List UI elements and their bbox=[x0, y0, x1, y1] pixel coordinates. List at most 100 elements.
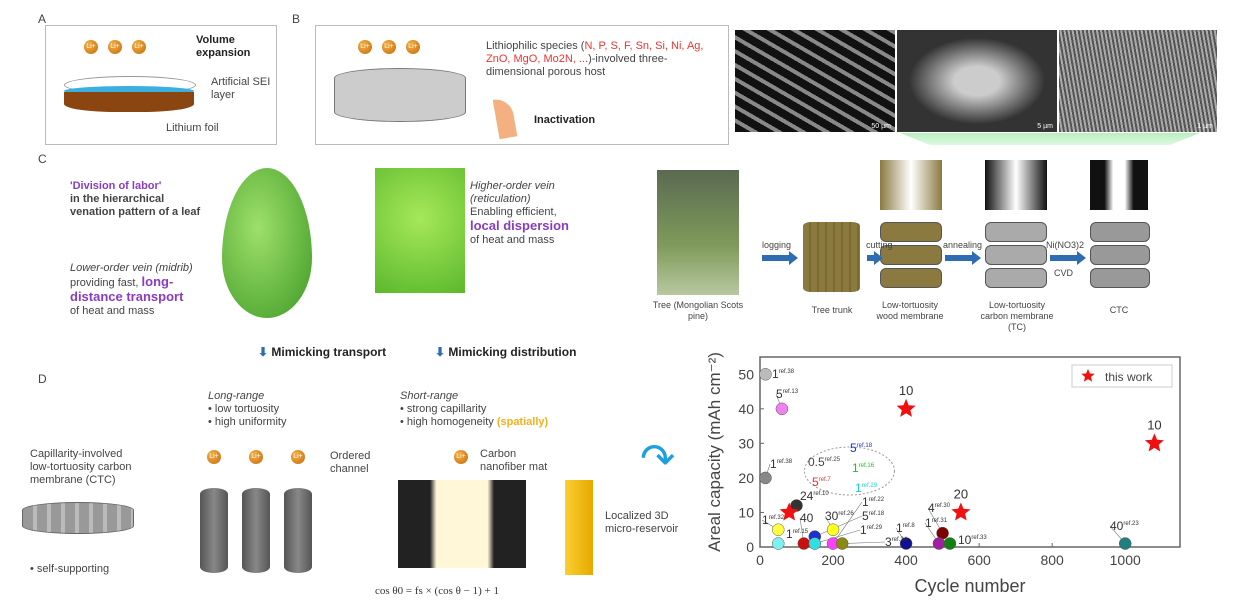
ordered-channel-label: Ordered channel bbox=[330, 450, 371, 475]
volume-expansion-label: Volume expansion bbox=[196, 34, 251, 59]
x-tick-label: 400 bbox=[894, 552, 918, 568]
data-point-label: 1ref.38 bbox=[770, 457, 793, 471]
data-point bbox=[790, 499, 803, 512]
data-point bbox=[943, 537, 957, 550]
wood-disc bbox=[880, 222, 942, 242]
x-axis-label: Cycle number bbox=[914, 576, 1025, 596]
this-work-star bbox=[896, 398, 916, 417]
channel bbox=[284, 488, 312, 573]
li-ion-icon: Li+ bbox=[207, 450, 221, 464]
data-point-label: 4ref.30 bbox=[928, 501, 951, 515]
ref-label: ref.8 bbox=[903, 523, 916, 529]
li-ion-icon: Li+ bbox=[108, 40, 122, 54]
leader-line bbox=[814, 529, 861, 544]
data-point-label: 24ref.10 bbox=[800, 489, 829, 503]
nanofiber-mat bbox=[398, 480, 526, 568]
leaf-closeup-image bbox=[375, 168, 465, 293]
plot-frame bbox=[759, 356, 1181, 548]
self-supporting: • self-supporting bbox=[30, 563, 110, 575]
mimicking-distribution: ⬇ Mimicking distribution bbox=[435, 345, 577, 359]
leaf-image bbox=[222, 168, 312, 318]
scale-bar-label: 50 µm bbox=[871, 123, 891, 130]
y-tick-label: 0 bbox=[746, 539, 754, 555]
step-cutting: cutting bbox=[866, 240, 893, 250]
x-tick-label: 1000 bbox=[1110, 552, 1141, 568]
data-point-label: 5ref.13 bbox=[776, 387, 799, 401]
scale-bar-label: 1 µm bbox=[1197, 123, 1213, 130]
caption-trunk: Tree trunk bbox=[811, 305, 853, 315]
data-point-label: 1ref.8 bbox=[896, 521, 915, 535]
y-tick-label: 10 bbox=[738, 504, 754, 520]
x-tick-label: 600 bbox=[967, 552, 991, 568]
lower-order-vein: Lower-order vein (midrib)providing fast,… bbox=[70, 262, 193, 317]
y-tick-label: 30 bbox=[738, 435, 754, 451]
li-ion-icon: Li+ bbox=[358, 40, 372, 54]
data-point bbox=[808, 537, 822, 550]
nanofiber-label: Carbon nanofiber mat bbox=[480, 448, 548, 473]
legend-star-icon bbox=[1081, 369, 1095, 382]
ref-label: ref.31 bbox=[932, 518, 948, 524]
li-ion-icon: Li+ bbox=[249, 450, 263, 464]
panel-label-c: C bbox=[38, 152, 47, 166]
ctc-membrane bbox=[22, 502, 134, 534]
li-ion-icon: Li+ bbox=[84, 40, 98, 54]
data-point-label: 1ref.38 bbox=[772, 367, 795, 381]
caption-wood-membrane: Low-tortuosity wood membrane bbox=[876, 300, 944, 321]
capillarity-equation: cos θ0 = fs × (cos θ − 1) + 1 bbox=[375, 585, 499, 597]
ref-label: ref.13 bbox=[783, 389, 799, 395]
wood-closeup bbox=[880, 160, 942, 210]
ref-label: ref.29 bbox=[862, 483, 878, 489]
zoom-highlight bbox=[900, 133, 1200, 145]
x-tick-label: 200 bbox=[821, 552, 845, 568]
this-work-star bbox=[1144, 433, 1164, 452]
down-arrow-icon: ⬇ bbox=[435, 345, 446, 359]
leader-line bbox=[814, 515, 863, 537]
arrow-cvd bbox=[1050, 251, 1086, 265]
ref-label: ref.26 bbox=[838, 511, 854, 517]
long-range-heading: Long-range• low tortuosity• high uniform… bbox=[208, 390, 287, 428]
data-point-label: 1ref.22 bbox=[862, 495, 885, 509]
sem-image-1: 50 µm bbox=[735, 30, 895, 132]
arrow-annealing bbox=[945, 251, 981, 265]
ref-label: ref.18 bbox=[857, 443, 873, 449]
cluster-label: 5ref.7 bbox=[812, 475, 831, 489]
ref-label: ref.25 bbox=[825, 457, 841, 463]
this-work-star bbox=[779, 502, 799, 521]
this-work-label: 10 bbox=[899, 383, 913, 398]
tc-closeup bbox=[985, 160, 1047, 210]
data-point bbox=[772, 537, 785, 550]
ref-label: ref.23 bbox=[1123, 521, 1139, 527]
data-point bbox=[826, 523, 840, 536]
data-point-label: 5ref.18 bbox=[862, 509, 885, 523]
scale-bar-label: 5 µm bbox=[1037, 123, 1053, 130]
ctc-description: Capillarity-involved low-tortuosity carb… bbox=[30, 448, 132, 486]
panel-a: Li+ Li+ Li+ Volume expansion Artificial … bbox=[45, 25, 277, 145]
division-text: 'Division of labor'in the hierarchical v… bbox=[70, 180, 201, 218]
sem-image-2: 5 µm bbox=[897, 30, 1057, 132]
caption-tree: Tree (Mongolian Scots pine) bbox=[652, 300, 744, 321]
caption-carbon-membrane: Low-tortuosity carbon membrane (TC) bbox=[980, 300, 1054, 332]
sei-label: Artificial SEI layer bbox=[211, 76, 271, 101]
data-point-label: 40ref.23 bbox=[1110, 519, 1139, 533]
panel-label-b: B bbox=[292, 12, 301, 26]
panel-b: Li+ Li+ Li+ Lithiophilic species (N, P, … bbox=[315, 25, 729, 145]
cluster-label: 1ref.16 bbox=[852, 461, 875, 475]
step-annealing: annealing bbox=[943, 240, 983, 250]
micro-reservoir bbox=[565, 480, 593, 575]
data-point bbox=[775, 402, 789, 416]
ref-label: ref.38 bbox=[779, 369, 795, 375]
arrow-cutting bbox=[867, 251, 883, 265]
reservoir-label: Localized 3D micro-reservoir bbox=[605, 510, 679, 535]
li-ion-icon: Li+ bbox=[132, 40, 146, 54]
panel-label-a: A bbox=[38, 12, 47, 26]
this-work-label: 20 bbox=[954, 486, 968, 501]
ref-label: ref.29 bbox=[867, 525, 883, 531]
lithium-foil bbox=[64, 92, 194, 112]
data-point bbox=[899, 537, 913, 550]
cluster-label: 5ref.18 bbox=[850, 441, 873, 455]
li-ion-icon: Li+ bbox=[291, 450, 305, 464]
carbon-disc bbox=[985, 268, 1047, 288]
ref-label: ref.38 bbox=[777, 459, 793, 465]
step-cvd: CVD bbox=[1054, 268, 1074, 278]
